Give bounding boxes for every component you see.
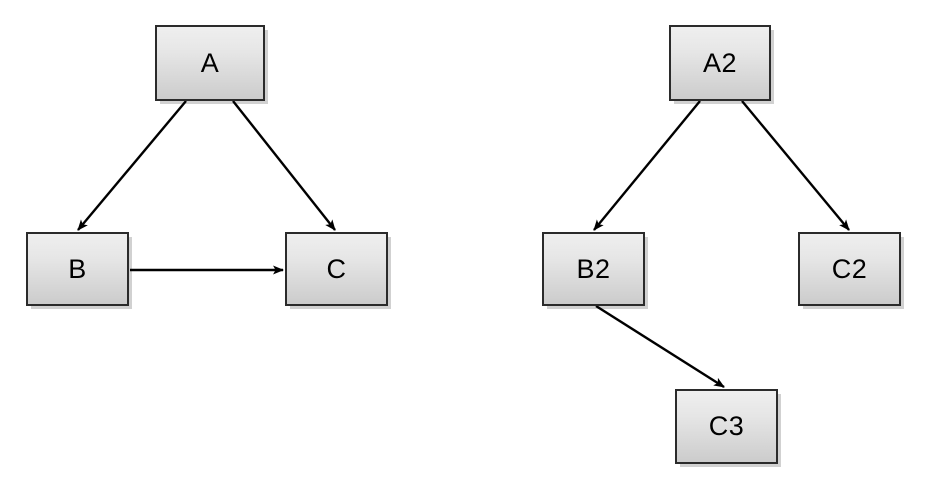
node-label: B bbox=[68, 253, 87, 284]
node-c3[interactable]: C3 bbox=[675, 389, 778, 464]
node-label: A2 bbox=[702, 47, 738, 78]
edge-a2-c2[interactable] bbox=[741, 100, 850, 231]
node-c[interactable]: C bbox=[285, 232, 388, 306]
node-label: C3 bbox=[708, 411, 745, 441]
node-a[interactable]: A bbox=[155, 25, 265, 101]
edge-a2-b2[interactable] bbox=[593, 100, 701, 231]
node-b[interactable]: B bbox=[26, 232, 129, 306]
node-label: B2 bbox=[576, 253, 611, 284]
node-c2[interactable]: C2 bbox=[798, 232, 901, 306]
node-a2[interactable]: A2 bbox=[669, 25, 771, 101]
edge-a-b[interactable] bbox=[77, 100, 187, 231]
edge-group bbox=[77, 100, 850, 389]
node-label: C2 bbox=[831, 253, 868, 284]
node-label: C bbox=[326, 253, 347, 284]
node-label: A bbox=[200, 47, 220, 78]
edge-b2-c3[interactable] bbox=[595, 304, 725, 389]
edge-a-c[interactable] bbox=[232, 100, 336, 231]
node-b2[interactable]: B2 bbox=[542, 232, 645, 306]
